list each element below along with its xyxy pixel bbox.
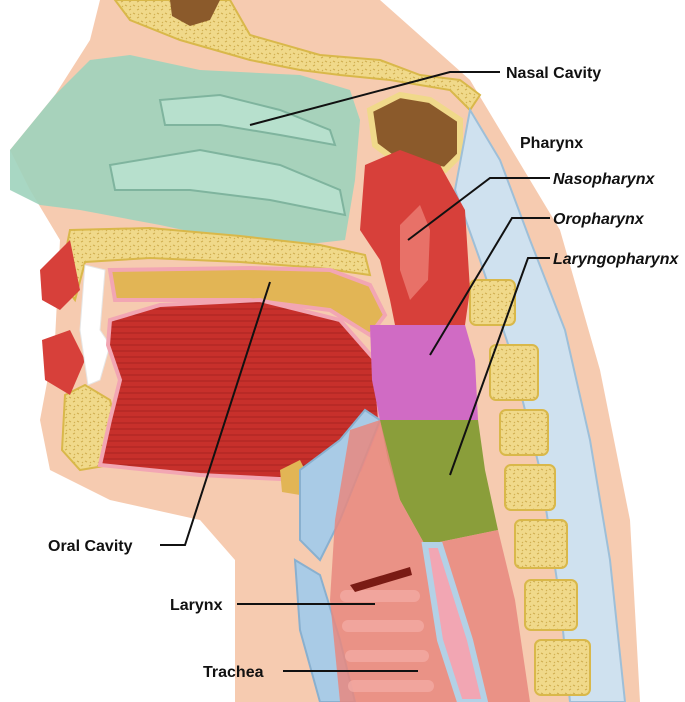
- spine-column: [453, 107, 627, 702]
- laryngopharynx-leader: [449, 257, 550, 476]
- frontal-sinus: [170, 0, 220, 26]
- oropharynx-leader: [429, 217, 550, 356]
- laryngopharynx-region: [380, 420, 498, 545]
- laryngopharynx-label: Laryngopharynx: [553, 251, 679, 268]
- upper-lip: [40, 240, 80, 310]
- oral-cavity-leader: [160, 281, 271, 546]
- lower-lip: [42, 330, 85, 395]
- teeth: [79, 264, 111, 386]
- nasal-turbinate-lower: [108, 148, 347, 217]
- larynx-label: Larynx: [170, 597, 223, 614]
- tracheal-rings: [340, 590, 434, 692]
- trachea-label: Trachea: [203, 664, 264, 681]
- oropharynx-label: Oropharynx: [553, 211, 645, 228]
- nasopharynx-label: Nasopharynx: [553, 171, 655, 188]
- esophagus: [421, 542, 489, 702]
- sphenoid-sinus: [366, 91, 463, 174]
- pharynx-label: Pharynx: [520, 135, 583, 152]
- soft-palate: [107, 265, 388, 338]
- oral-cavity-label: Oral Cavity: [48, 538, 133, 555]
- nasal-cavity-leader: [249, 71, 500, 126]
- nasal-cavity-label: Nasal Cavity: [506, 65, 601, 82]
- oropharynx-region: [370, 325, 478, 420]
- vertebrae: [469, 279, 591, 696]
- nasal-turbinate-upper: [158, 93, 337, 147]
- nasopharynx-leader: [407, 177, 550, 241]
- vocal-fold: [350, 567, 412, 592]
